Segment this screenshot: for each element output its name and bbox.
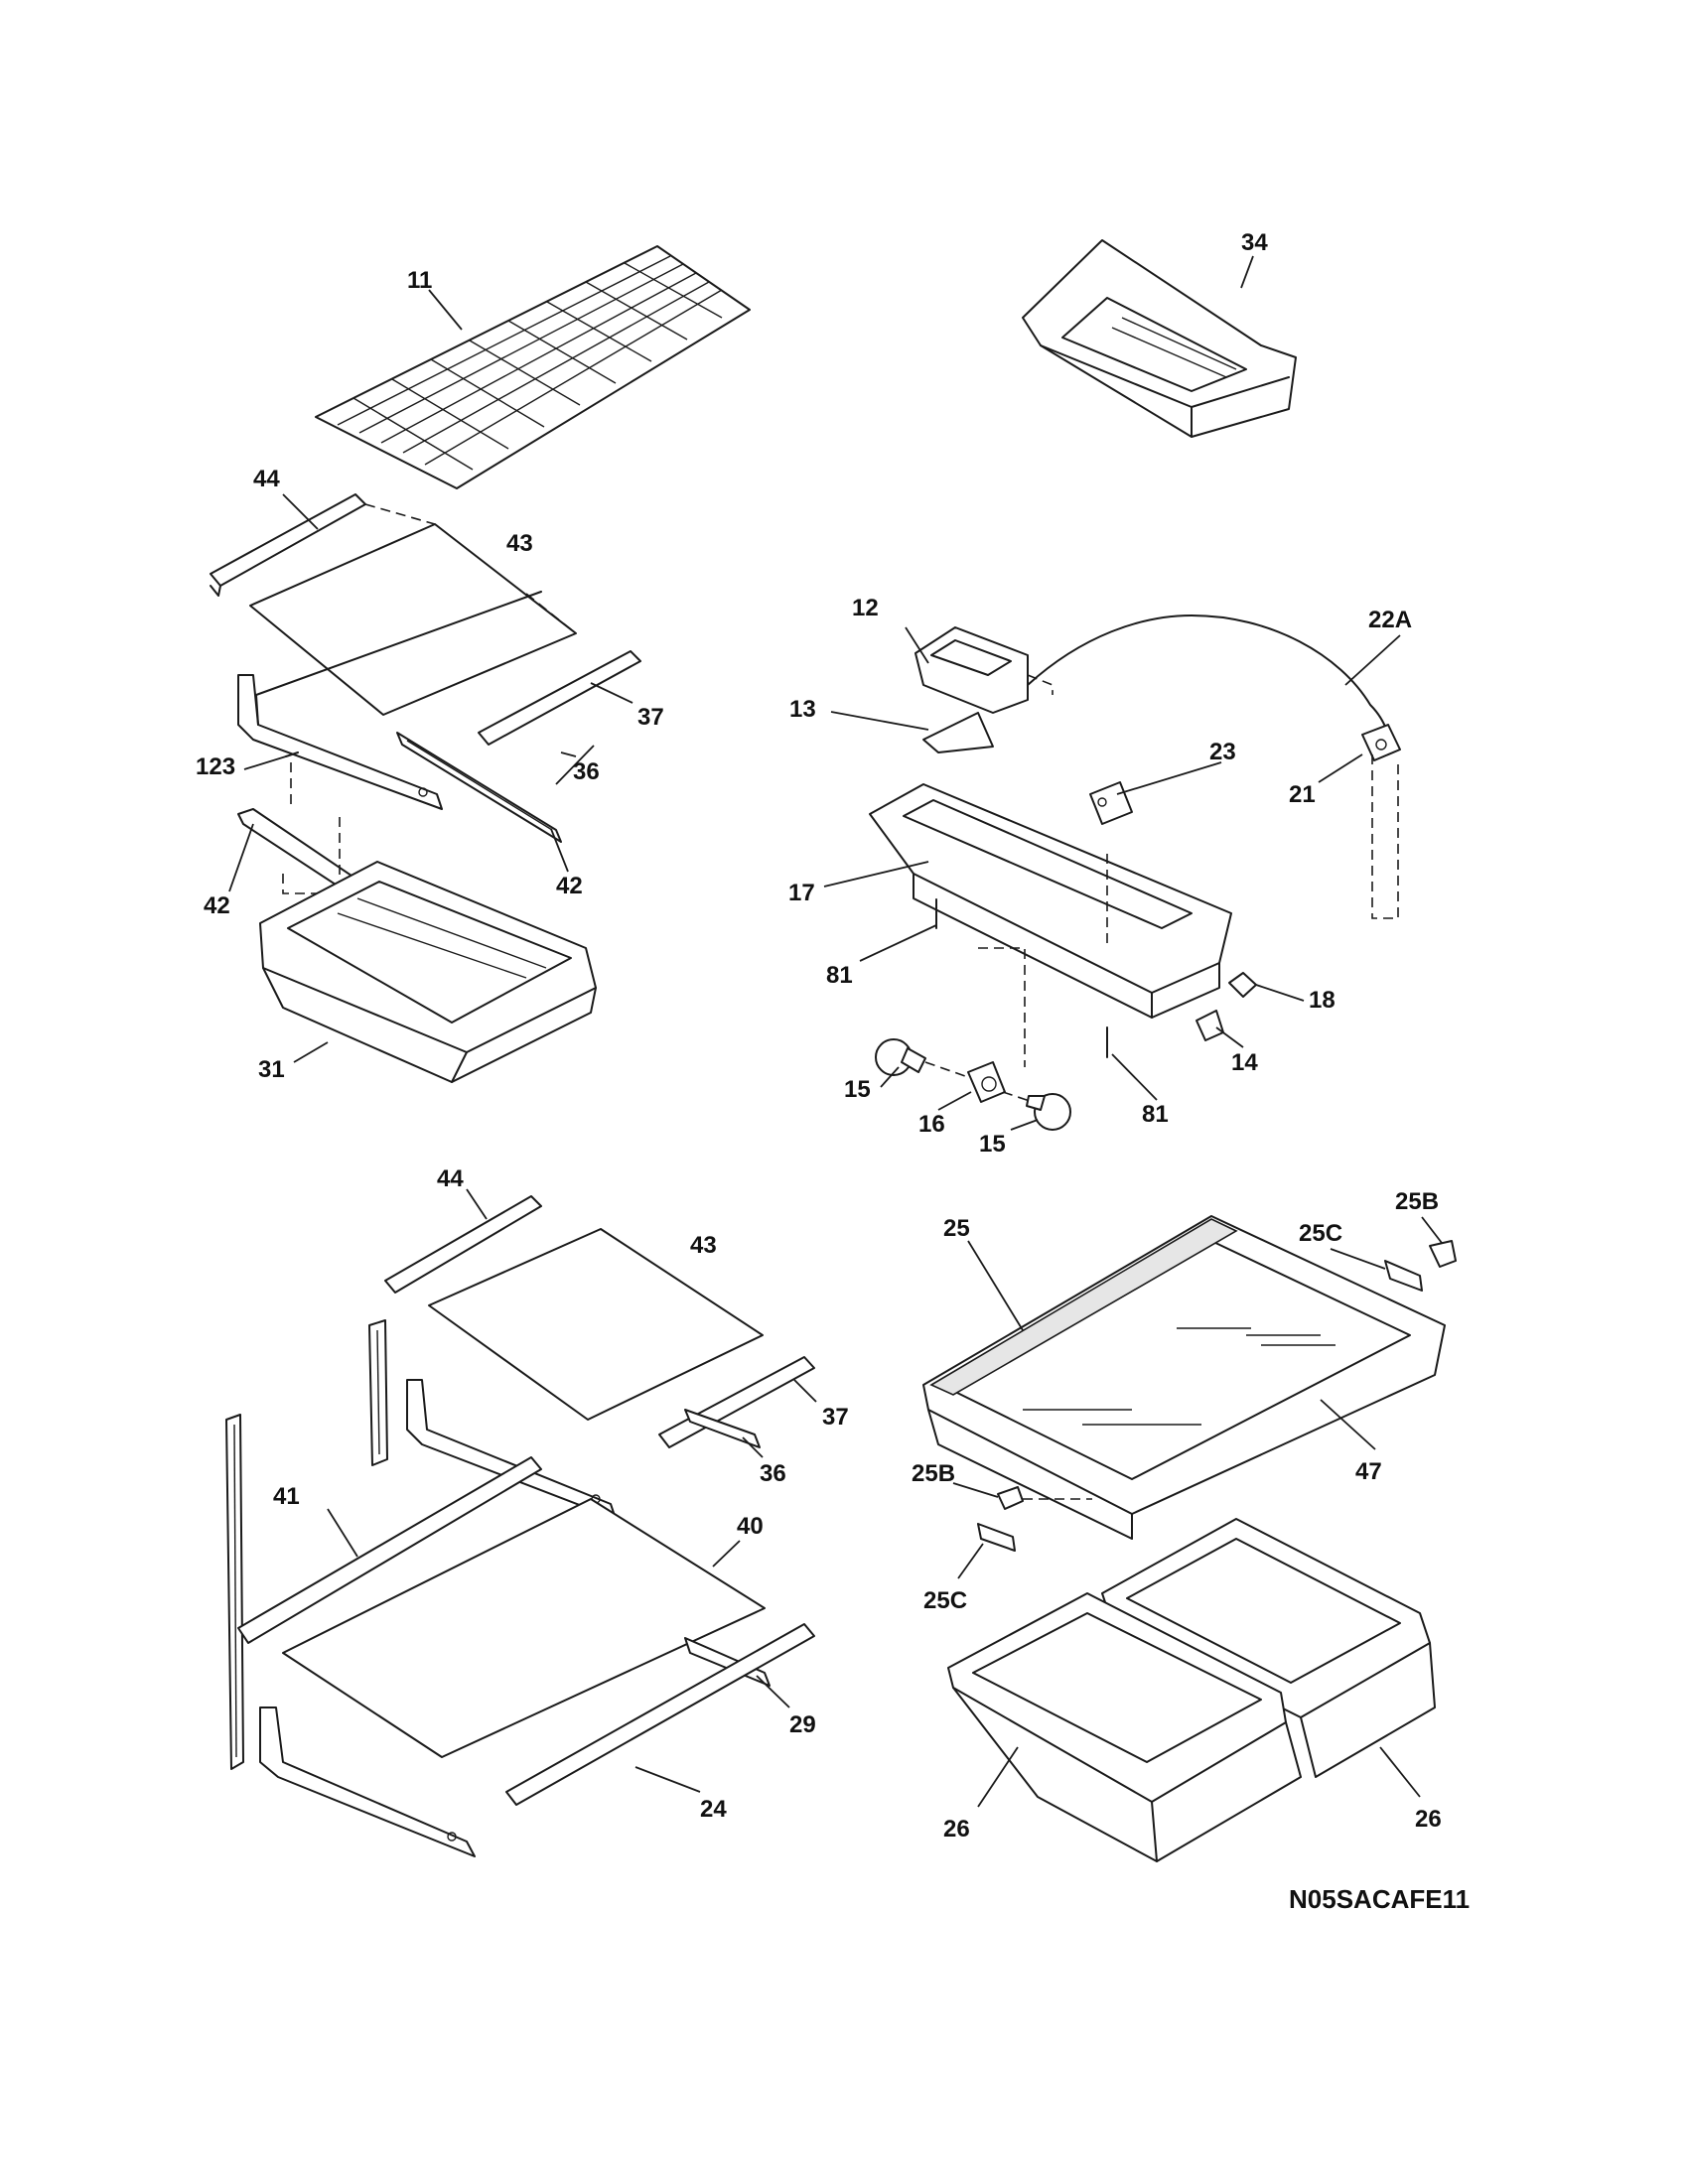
- light-shield-12: [914, 626, 1029, 714]
- callout-42-right: 42: [556, 873, 583, 899]
- callout-22A: 22A: [1368, 607, 1412, 633]
- bracket-25C-left: [977, 1523, 1016, 1552]
- callout-25C-top: 25C: [1299, 1220, 1342, 1247]
- callout-15-right: 15: [979, 1131, 1006, 1158]
- control-23: [1089, 781, 1133, 825]
- callout-23: 23: [1209, 739, 1236, 765]
- callout-81-right: 81: [1142, 1101, 1169, 1128]
- callout-81-left: 81: [826, 962, 853, 989]
- bulb-15-right: [1026, 1093, 1071, 1131]
- diagram-code: N05SACAFE11: [1289, 1884, 1470, 1914]
- callout-37-upper: 37: [637, 704, 664, 731]
- callout-47: 47: [1355, 1458, 1382, 1485]
- callout-labels: 11 34 44 43 37 36 123 42 42 31 12 22A 13…: [196, 229, 1442, 1843]
- callout-13: 13: [789, 696, 816, 723]
- callout-17: 17: [788, 880, 815, 906]
- shelf-rail-24-front: [505, 1623, 815, 1806]
- callout-40: 40: [737, 1513, 764, 1540]
- callout-25B-left: 25B: [912, 1460, 955, 1487]
- glass-shelf-43-lower: [428, 1228, 764, 1421]
- clip-25B-top: [1429, 1240, 1457, 1268]
- shelf-rail-36: [396, 732, 562, 843]
- crisper-drawer-31: [259, 861, 597, 1083]
- shelf-front-41: [237, 1456, 542, 1644]
- callout-29: 29: [789, 1711, 816, 1738]
- callout-18: 18: [1309, 987, 1336, 1014]
- callout-14: 14: [1231, 1049, 1258, 1076]
- callout-34: 34: [1241, 229, 1268, 256]
- callout-15-left: 15: [844, 1076, 871, 1103]
- door-bin-34: [1022, 239, 1297, 438]
- crisper-drawer-26-left: [947, 1592, 1302, 1862]
- bulb-15-left: [875, 1038, 926, 1076]
- glass-shelf-40: [282, 1498, 766, 1758]
- wire-shelf-11: [315, 245, 751, 489]
- switch-18: [1228, 972, 1257, 998]
- vertical-rail-mid: [368, 1319, 388, 1466]
- shelf-bracket-24: [259, 1706, 476, 1857]
- callout-42-left: 42: [204, 892, 230, 919]
- callout-43-upper: 43: [506, 530, 533, 557]
- shelf-trim-44-lower: [384, 1195, 542, 1294]
- callout-44-upper: 44: [253, 466, 280, 492]
- shelf-bracket-left: [237, 591, 542, 810]
- socket-16: [967, 1061, 1006, 1103]
- callout-36-lower: 36: [760, 1460, 786, 1487]
- callout-37-lower: 37: [822, 1404, 849, 1431]
- light-housing-17: [869, 783, 1232, 1019]
- callout-12: 12: [852, 595, 879, 621]
- callout-25B-top: 25B: [1395, 1188, 1439, 1215]
- callout-16: 16: [918, 1111, 945, 1138]
- switch-14: [1196, 1010, 1224, 1041]
- callout-123: 123: [196, 753, 235, 780]
- crisper-cover-25: [922, 1215, 1446, 1540]
- callout-25C-left: 25C: [923, 1587, 967, 1614]
- callout-44-lower: 44: [437, 1165, 464, 1192]
- thermostat-21: [1361, 724, 1401, 761]
- callout-24: 24: [700, 1796, 727, 1823]
- callout-26-left: 26: [943, 1816, 970, 1843]
- callout-41: 41: [273, 1483, 300, 1510]
- bracket-25C-top: [1384, 1260, 1423, 1292]
- clip-25B-left: [997, 1486, 1024, 1510]
- callout-36-upper: 36: [573, 758, 600, 785]
- callout-11: 11: [407, 267, 432, 294]
- callout-26-right: 26: [1415, 1806, 1442, 1833]
- callout-21: 21: [1289, 781, 1316, 808]
- leader-lines: [228, 255, 1443, 1808]
- shelf-rail-36-lower: [684, 1409, 761, 1448]
- callout-25: 25: [943, 1215, 970, 1242]
- screw-123: [285, 751, 299, 757]
- wire-harness-22A: [1027, 614, 1389, 736]
- vertical-rail-left: [225, 1414, 244, 1770]
- callout-43-lower: 43: [690, 1232, 717, 1259]
- callout-31: 31: [258, 1056, 285, 1083]
- shelf-rail-37: [478, 650, 641, 746]
- diffuser-13: [922, 712, 994, 753]
